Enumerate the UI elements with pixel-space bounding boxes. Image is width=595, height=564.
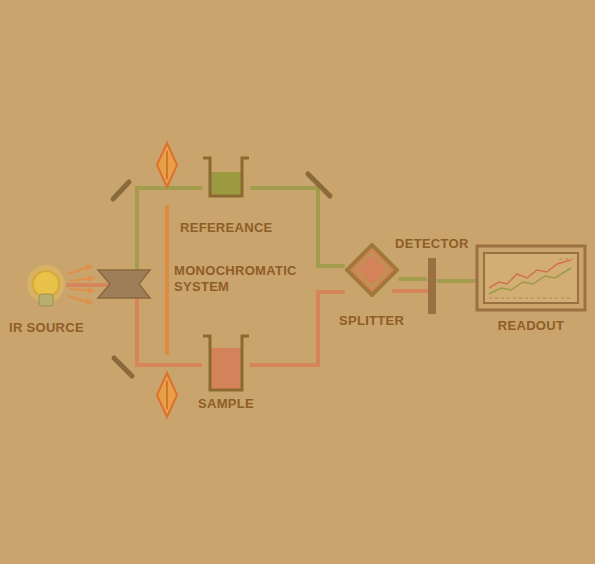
readout-screen: READOUT <box>475 244 587 334</box>
mirrors <box>113 174 330 376</box>
reference-cell: REFEREANCE <box>180 156 273 236</box>
node-label: IR SOURCE <box>9 320 84 336</box>
sample-cell-shape <box>202 334 250 392</box>
detector-bar-shape <box>427 258 437 314</box>
ray <box>70 289 94 291</box>
ir-source-shape <box>26 262 66 308</box>
node-label: DETECTOR <box>395 236 469 252</box>
adjuster-diamond <box>157 143 177 187</box>
reference-cell-shape <box>202 156 250 198</box>
node-label: READOUT <box>498 318 564 334</box>
node-label: REFEREANCE <box>180 220 273 236</box>
mirror <box>114 358 132 376</box>
readout-screen-shape <box>475 244 587 312</box>
node-label: SAMPLE <box>198 396 254 412</box>
ray <box>70 278 94 281</box>
system-label: MONOCHROMATIC SYSTEM <box>174 263 306 295</box>
adjuster-arrow <box>166 151 168 179</box>
ir-source: IR SOURCE <box>9 262 84 336</box>
monochromator-slit <box>165 205 169 355</box>
ray <box>68 296 92 303</box>
detector-bar: DETECTOR <box>395 236 469 314</box>
chopper <box>98 270 150 298</box>
adjuster-arrow <box>166 381 168 409</box>
beam-path <box>399 277 427 281</box>
light-rays <box>68 266 94 303</box>
beam-path <box>437 279 475 283</box>
splitter-diamond-shape <box>345 243 399 297</box>
ray <box>68 266 92 274</box>
mirror <box>308 174 330 196</box>
mirror <box>113 182 129 199</box>
beam-path <box>250 292 345 365</box>
sample-cell: SAMPLE <box>198 334 254 412</box>
adjuster-diamond <box>157 373 177 417</box>
sample-beam-out <box>392 289 428 293</box>
splitter-diamond: SPLITTER <box>339 243 404 329</box>
node-label: SPLITTER <box>339 313 404 329</box>
